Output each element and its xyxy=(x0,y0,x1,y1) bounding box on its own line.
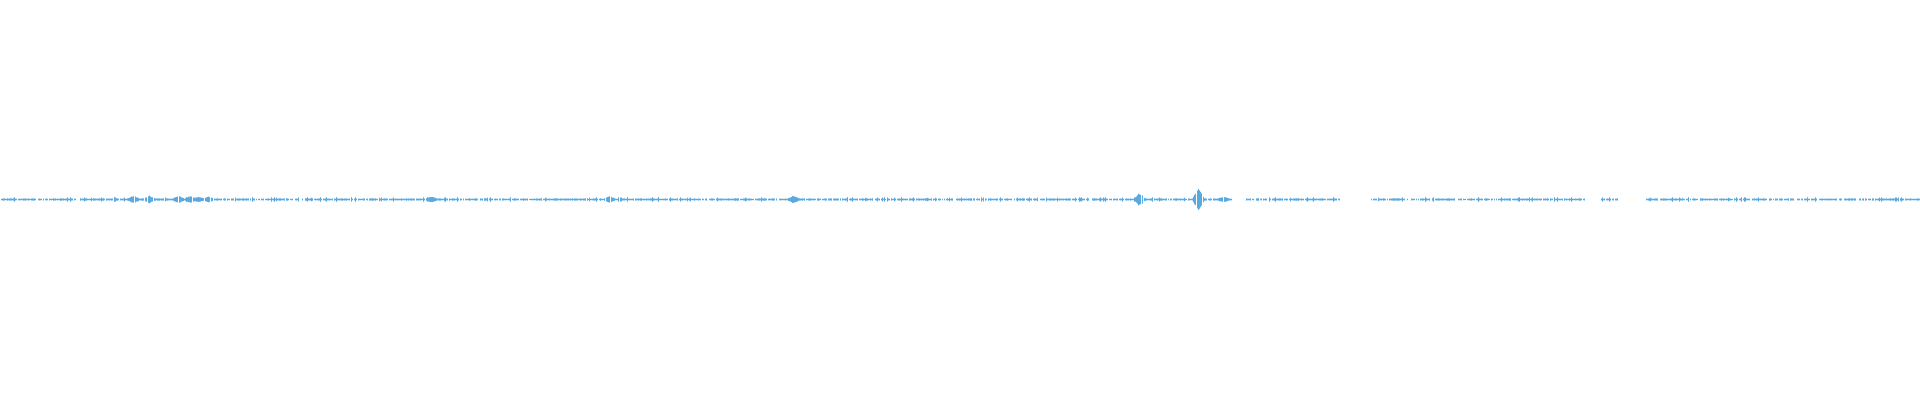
waveform-path xyxy=(1,189,1920,210)
